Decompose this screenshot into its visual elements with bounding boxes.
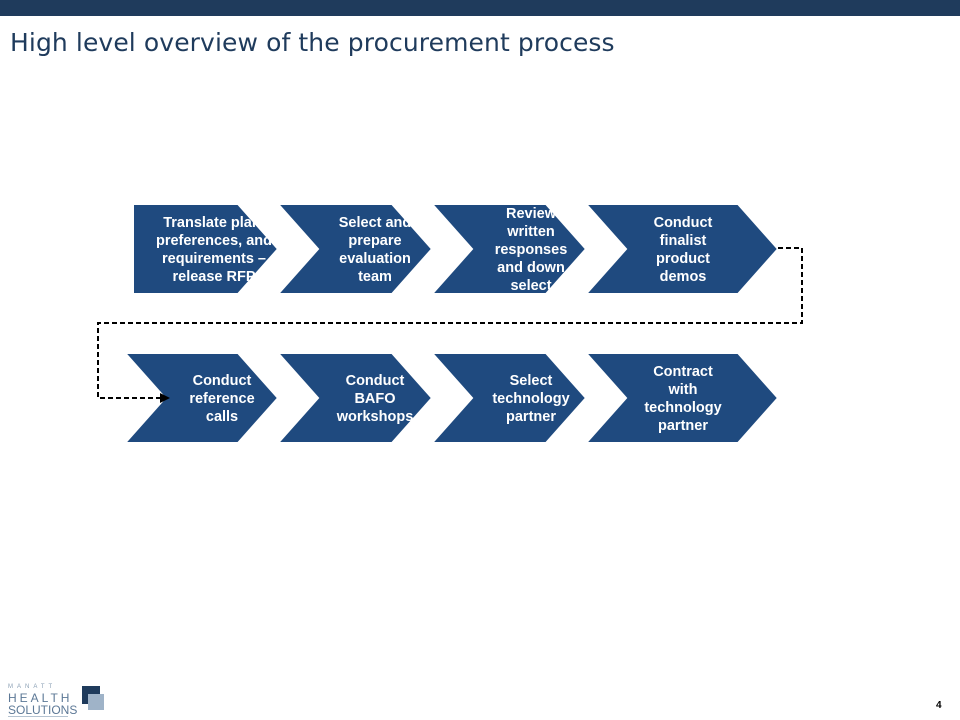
process-step-1-2 [275,203,434,295]
logo-tagline [8,716,68,717]
process-step-label-line: team [358,269,392,285]
process-step-2-3 [429,352,588,444]
process-step-label-line: workshops [336,409,414,425]
process-step-label-line: evaluation [339,251,411,267]
process-step-label-line: reference [189,391,254,407]
company-logo: MANATT HEALTH SOLUTIONS [8,684,104,718]
process-step-label-line: calls [206,409,238,425]
top-bar [0,0,960,16]
process-step-label-line: partner [658,418,708,434]
process-step-label: Review written responses and down select [495,206,568,294]
process-step-1-1 [132,203,280,295]
process-step-label-line: select [510,278,551,294]
process-step-label-line: technology [492,391,569,407]
process-step-label: Select and prepare evaluation team [339,215,412,285]
process-step-label-line: requirements – [162,251,266,267]
process-step-label-line: finalist [660,233,707,249]
process-step-label-line: product [656,251,710,267]
process-step-label-line: Conduct [654,215,713,231]
connector-arrowhead [160,393,170,403]
process-step-label-line: Conduct [193,373,252,389]
process-step-label-line: Select [510,373,553,389]
loop-connector [97,247,803,399]
process-step-1-4 [583,203,780,295]
page-number: 4 [936,700,942,711]
process-step-1-3 [429,203,588,295]
process-step-label-line: Conduct [346,373,405,389]
process-step-label-line: Contract [653,364,713,380]
process-step-label: Conduct finalist product demos [654,215,713,285]
process-step-label-line: prepare [348,233,401,249]
process-step-label-line: BAFO [354,391,395,407]
process-step-label-line: release RFP [172,269,255,285]
logo-line-health: HEALTH [8,691,73,705]
process-step-label-line: preferences, and [156,233,272,249]
process-step-label-line: and down [497,260,565,276]
process-step-label-line: Translate plan, [163,215,265,231]
process-step-2-4 [583,352,780,444]
process-step-label-line: Select and [339,215,412,231]
process-step-label-line: technology [644,400,721,416]
process-step-label-line: with [668,382,698,398]
process-step-label-line: Review [506,206,557,222]
process-step-label-line: written [506,224,555,240]
process-step-2-2 [275,352,434,444]
page-title: High level overview of the procurement p… [10,28,615,57]
process-row-1: Translate plan, preferences, and requireme… [132,203,780,295]
process-step-label-line: demos [660,269,707,285]
process-step-label: Translate plan, preferences, and requireme… [156,215,272,285]
logo-line-manatt: MANATT [8,684,57,690]
process-step-label-line: responses [495,242,568,258]
process-step-label: Conduct reference calls [189,373,254,425]
process-step-label-line: partner [506,409,556,425]
logo-line-solutions: SOLUTIONS [8,703,78,717]
logo-square-light [88,694,104,710]
process-step-label: Select technology partner [492,373,569,425]
process-step-label: Contract with technology partner [644,364,721,434]
